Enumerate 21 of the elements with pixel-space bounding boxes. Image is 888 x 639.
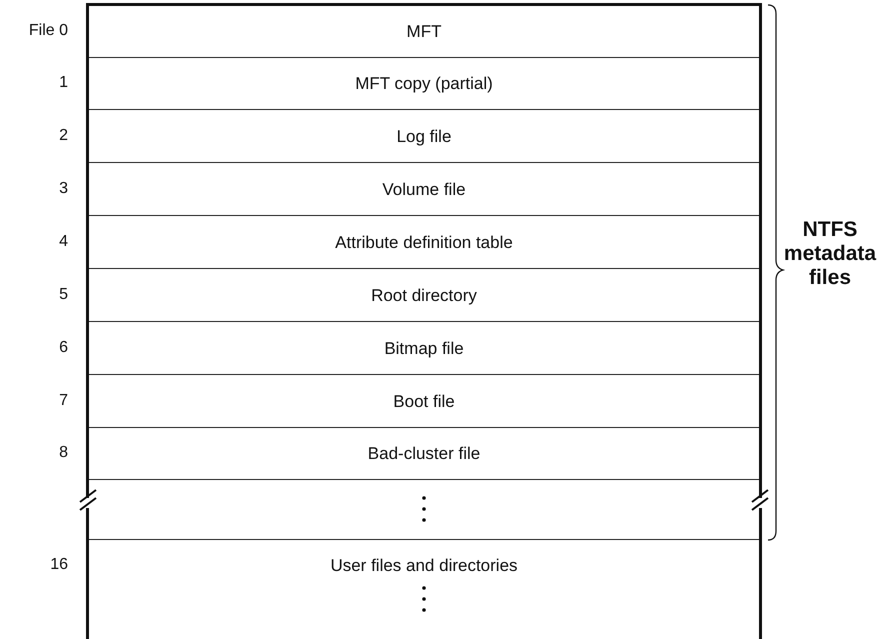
file-name: User files and directories [329, 556, 519, 576]
file-name: Attribute definition table [334, 232, 514, 252]
row-number: 2 [58, 126, 68, 144]
file-name: MFT [406, 22, 442, 42]
file-name: Log file [396, 126, 452, 146]
row-number: File 0 [28, 22, 68, 40]
file-name: Volume file [381, 180, 467, 200]
row-number: 8 [58, 444, 68, 462]
file-name: Bitmap file [383, 338, 465, 358]
file-name: Boot file [392, 392, 456, 412]
bracket-label: NTFS metadata files [782, 218, 878, 290]
file-name: Root directory [370, 286, 478, 306]
row-number: 5 [58, 286, 68, 304]
row-number: 3 [58, 180, 68, 198]
row-number: 6 [58, 338, 68, 356]
row-number: 7 [58, 392, 68, 410]
file-name: MFT copy (partial) [354, 74, 494, 94]
row-number: 16 [49, 556, 68, 574]
row-number: 1 [58, 74, 68, 92]
file-name: Bad-cluster file [366, 444, 482, 464]
row-number: 4 [58, 232, 68, 250]
